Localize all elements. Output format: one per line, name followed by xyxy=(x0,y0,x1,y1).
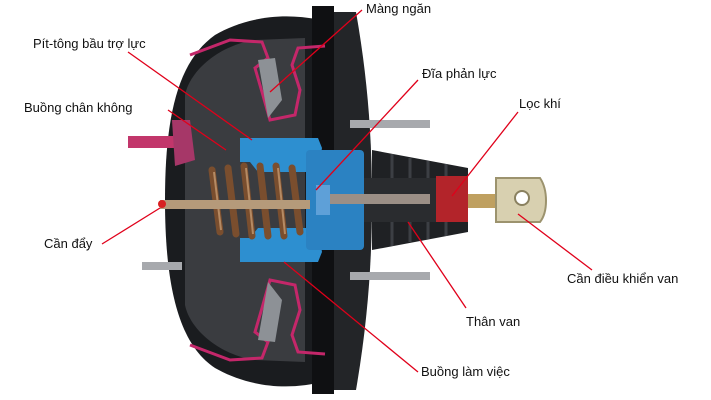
label-can-day: Cần đẩy xyxy=(44,236,93,251)
valve-plunger xyxy=(330,194,430,204)
push-rod xyxy=(160,200,310,209)
label-mang-ngan: Màng ngăn xyxy=(366,1,432,16)
leader-than-van xyxy=(407,221,467,309)
diaphragm-plate-lower xyxy=(258,282,282,342)
mount-stud-left xyxy=(142,262,182,270)
push-rod-tip xyxy=(158,200,166,208)
label-dia-phan-luc: Đĩa phản lực xyxy=(422,66,497,81)
air-filter xyxy=(436,176,468,222)
label-than-van: Thân van xyxy=(466,314,521,329)
leader-piston xyxy=(127,51,253,141)
diaphragm-plate-upper xyxy=(258,58,282,118)
leader-can-dieu-khien xyxy=(517,213,593,271)
leader-buong-chan-khong xyxy=(167,109,227,151)
leader-can-day xyxy=(101,207,161,245)
label-buong-chan-khong: Buồng chân không xyxy=(24,100,133,115)
clevis-hole xyxy=(514,190,530,206)
leader-buong-lam-viec xyxy=(283,261,419,373)
label-loc-khi: Lọc khí xyxy=(519,96,561,111)
leader-mang-ngan xyxy=(269,9,363,93)
mount-stud-upper xyxy=(350,120,430,128)
vacuum-port-cap xyxy=(172,120,195,166)
mount-stud-lower xyxy=(350,272,430,280)
reaction-disc xyxy=(316,185,330,215)
label-can-dieu-khien-van: Cần điều khiển van xyxy=(567,271,679,286)
booster-piston-lower xyxy=(240,228,322,262)
vacuum-port-tube xyxy=(128,136,178,148)
leader-loc-khi xyxy=(451,111,519,197)
leader-dia-phan-luc xyxy=(315,79,419,191)
label-piston: Pít-tông bầu trợ lực xyxy=(33,36,146,51)
label-buong-lam-viec: Buồng làm việc xyxy=(421,364,510,379)
